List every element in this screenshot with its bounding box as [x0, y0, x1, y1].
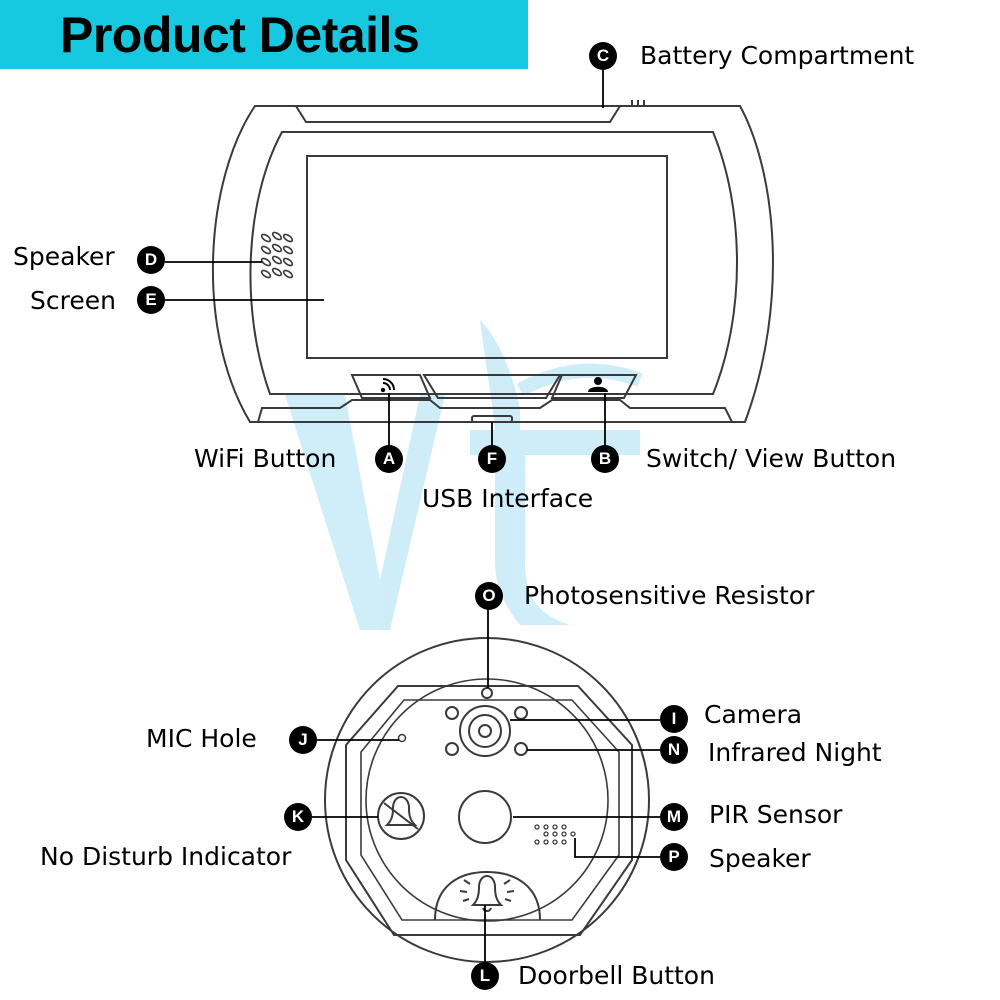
monitor-outer-body [211, 105, 774, 423]
callout-badge-o: O [475, 582, 503, 610]
battery-compartment-slot [295, 105, 621, 123]
doorbell-outer-octagon [345, 685, 633, 936]
callout-label-usb-interface: USB Interface [422, 484, 594, 513]
callout-label-speaker-monitor: Speaker [13, 242, 115, 271]
callout-label-mic-hole: MIC Hole [146, 724, 257, 753]
callout-badge-d: D [137, 246, 165, 274]
monitor-front-view [211, 100, 774, 423]
photosensitive-resistor [481, 687, 493, 699]
monitor-speaker-grille [260, 231, 294, 279]
callout-badge-k: K [284, 803, 312, 831]
monitor-bottom-lip [257, 399, 733, 423]
infrared-led [445, 742, 459, 756]
callout-badge-j: J [289, 726, 317, 754]
callout-badge-f: F [478, 445, 506, 473]
callout-badge-l: L [471, 962, 499, 990]
page-title: Product Details [60, 7, 420, 63]
callout-badge-c: C [589, 42, 617, 70]
person-icon [588, 377, 608, 392]
infrared-led [514, 706, 528, 720]
callout-label-battery-compartment: Battery Compartment [640, 41, 915, 70]
callout-label-doorbell-button: Doorbell Button [518, 961, 715, 990]
callout-badge-e: E [137, 286, 165, 314]
leader-line-p [574, 838, 660, 858]
view-button-outline [550, 374, 638, 399]
bell-icon [383, 795, 419, 830]
callout-badge-b: B [591, 445, 619, 473]
doorbell-inner-octagon [360, 699, 620, 921]
camera-lens-outer [459, 705, 511, 757]
leader-lines [165, 68, 660, 962]
doorbell-button-outline [434, 870, 541, 921]
callout-label-speaker-doorbell: Speaker [709, 844, 811, 873]
doorbell-unit [324, 637, 650, 963]
callout-label-switch-view-button: Switch/ View Button [646, 444, 897, 473]
infrared-led [445, 706, 459, 720]
callout-label-infrared-night: Infrared Night [708, 738, 882, 767]
center-button-outline [422, 374, 562, 399]
battery-ridges [631, 100, 645, 106]
callout-badge-i: I [660, 705, 688, 733]
callout-badge-n: N [660, 736, 688, 764]
callout-label-wifi-button: WiFi Button [194, 444, 337, 473]
no-disturb-indicator [377, 792, 425, 840]
callout-label-camera: Camera [704, 700, 803, 729]
callout-label-screen: Screen [30, 286, 116, 315]
camera-lens-middle [468, 714, 502, 748]
wifi-button-outline [350, 374, 432, 399]
monitor-inner-bezel [249, 131, 738, 395]
camera-lens-inner [478, 724, 492, 738]
wifi-icon [380, 378, 395, 393]
doorbell-inner-ring [365, 678, 609, 922]
doorbell-speaker-grille [534, 824, 576, 845]
callout-label-no-disturb-indicator: No Disturb Indicator [40, 842, 292, 871]
mic-hole [397, 733, 407, 743]
callout-badge-a: A [375, 445, 403, 473]
callout-label-photosensitive-resistor: Photosensitive Resistor [524, 581, 815, 610]
callout-badge-p: P [660, 843, 688, 871]
monitor-screen [306, 155, 668, 359]
pir-sensor [458, 790, 512, 844]
callout-badge-m: M [660, 803, 688, 831]
callout-label-pir-sensor: PIR Sensor [709, 800, 843, 829]
title-banner [0, 0, 528, 69]
infrared-led [514, 742, 528, 756]
ringing-bell-icon [459, 874, 515, 912]
